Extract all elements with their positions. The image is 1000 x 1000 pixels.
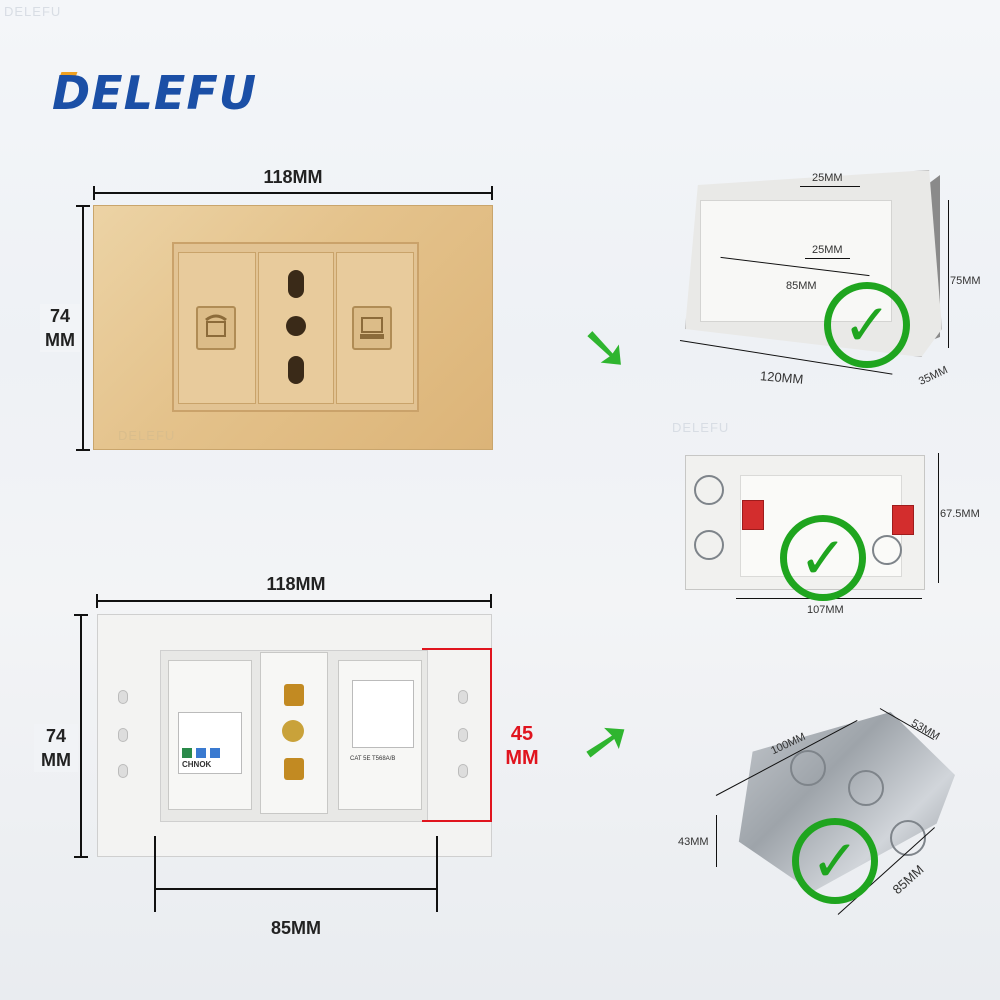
- wire-terminal: [182, 748, 192, 758]
- height-number: 74: [49, 306, 71, 326]
- check-circle-icon: ✓: [780, 515, 866, 601]
- mount-hole: [118, 690, 128, 704]
- box2-height: 67.5MM: [940, 508, 980, 520]
- box1-height: 75MM: [950, 275, 981, 287]
- dimension-tick: [490, 594, 492, 608]
- module-brand-text: CHNOK: [182, 760, 212, 769]
- height-number: 74: [45, 726, 67, 746]
- check-circle-icon: ✓: [792, 818, 878, 904]
- dimension-line: [800, 186, 860, 187]
- keystone-jack: [178, 712, 242, 774]
- knockout-hole: [694, 530, 724, 560]
- width-dimension-line: [96, 600, 492, 602]
- mount-hole: [118, 764, 128, 778]
- dimension-line: [436, 836, 438, 912]
- rj45-jack: [352, 680, 414, 748]
- watermark-text: DELEFU: [672, 420, 730, 435]
- top-panel-height-label: 74 MM: [40, 304, 80, 352]
- wire-terminal: [196, 748, 206, 758]
- red-dimension-line: [422, 648, 492, 650]
- wire-terminal: [210, 748, 220, 758]
- depth-unit: MM: [505, 747, 539, 769]
- dimension-line: [154, 888, 438, 890]
- dimension-line: [805, 258, 850, 259]
- network-port-icon: [352, 306, 392, 350]
- knockout-hole: [872, 535, 902, 565]
- width-dimension-line: [93, 192, 493, 194]
- socket-contact: [284, 684, 304, 706]
- box2-length: 107MM: [807, 604, 844, 616]
- mount-hole: [118, 728, 128, 742]
- socket-ground-hole: [286, 316, 306, 336]
- phone-port-icon: [196, 306, 236, 350]
- mount-hole: [458, 728, 468, 742]
- box1-inner-span: 85MM: [786, 280, 817, 292]
- socket-contact: [284, 758, 304, 780]
- socket-pin-hole: [288, 270, 304, 298]
- box1-depth: 35MM: [916, 364, 950, 388]
- bottom-panel-height-label: 74 MM: [34, 724, 78, 772]
- red-mount-post: [892, 505, 914, 535]
- red-dimension-line: [490, 648, 492, 822]
- knockout-hole: [848, 770, 884, 806]
- arrow-right-down-icon: ➘: [580, 313, 631, 383]
- dimension-tick: [93, 186, 95, 200]
- dimension-line: [154, 836, 156, 912]
- red-mount-post: [742, 500, 764, 530]
- mount-hole: [458, 690, 468, 704]
- mount-hole: [458, 764, 468, 778]
- socket-contact: [282, 720, 304, 742]
- dimension-tick: [76, 205, 90, 207]
- box1-length: 120MM: [759, 368, 804, 387]
- dimension-tick: [96, 594, 98, 608]
- mount-spacing-label: 85MM: [270, 918, 321, 938]
- bottom-panel-width-label: 118MM: [266, 574, 326, 594]
- knockout-hole: [694, 475, 724, 505]
- watermark-text: DELEFU: [4, 4, 62, 19]
- dimension-line: [716, 815, 717, 867]
- arrow-right-down-icon: ➘: [566, 711, 644, 773]
- top-panel-width-label: 118MM: [263, 167, 323, 187]
- box3-depth: 85MM: [889, 861, 927, 898]
- dimension-line: [938, 453, 939, 583]
- dimension-tick: [74, 614, 88, 616]
- red-dimension-line: [422, 820, 492, 822]
- dimension-tick: [491, 186, 493, 200]
- height-unit: MM: [45, 330, 75, 350]
- depth-number: 45: [510, 723, 534, 745]
- box3-height: 43MM: [678, 836, 709, 848]
- check-circle-icon: ✓: [824, 282, 910, 368]
- box1-inner-slot: 25MM: [812, 244, 843, 256]
- dimension-line: [948, 200, 949, 348]
- knockout-hole: [790, 750, 826, 786]
- module-depth-label: 45 MM: [500, 722, 544, 770]
- brand-logo: DELEFU: [52, 66, 258, 120]
- panel-watermark: DELEFU: [118, 428, 176, 443]
- box1-top-slot: 25MM: [812, 172, 843, 184]
- height-dimension-line: [80, 614, 82, 858]
- height-dimension-line: [82, 205, 84, 451]
- dimension-tick: [74, 856, 88, 858]
- knockout-hole: [890, 820, 926, 856]
- dimension-tick: [76, 449, 90, 451]
- height-unit: MM: [41, 750, 71, 770]
- socket-pin-hole: [288, 356, 304, 384]
- module-spec-text: CAT 5E T568A/B: [350, 756, 396, 762]
